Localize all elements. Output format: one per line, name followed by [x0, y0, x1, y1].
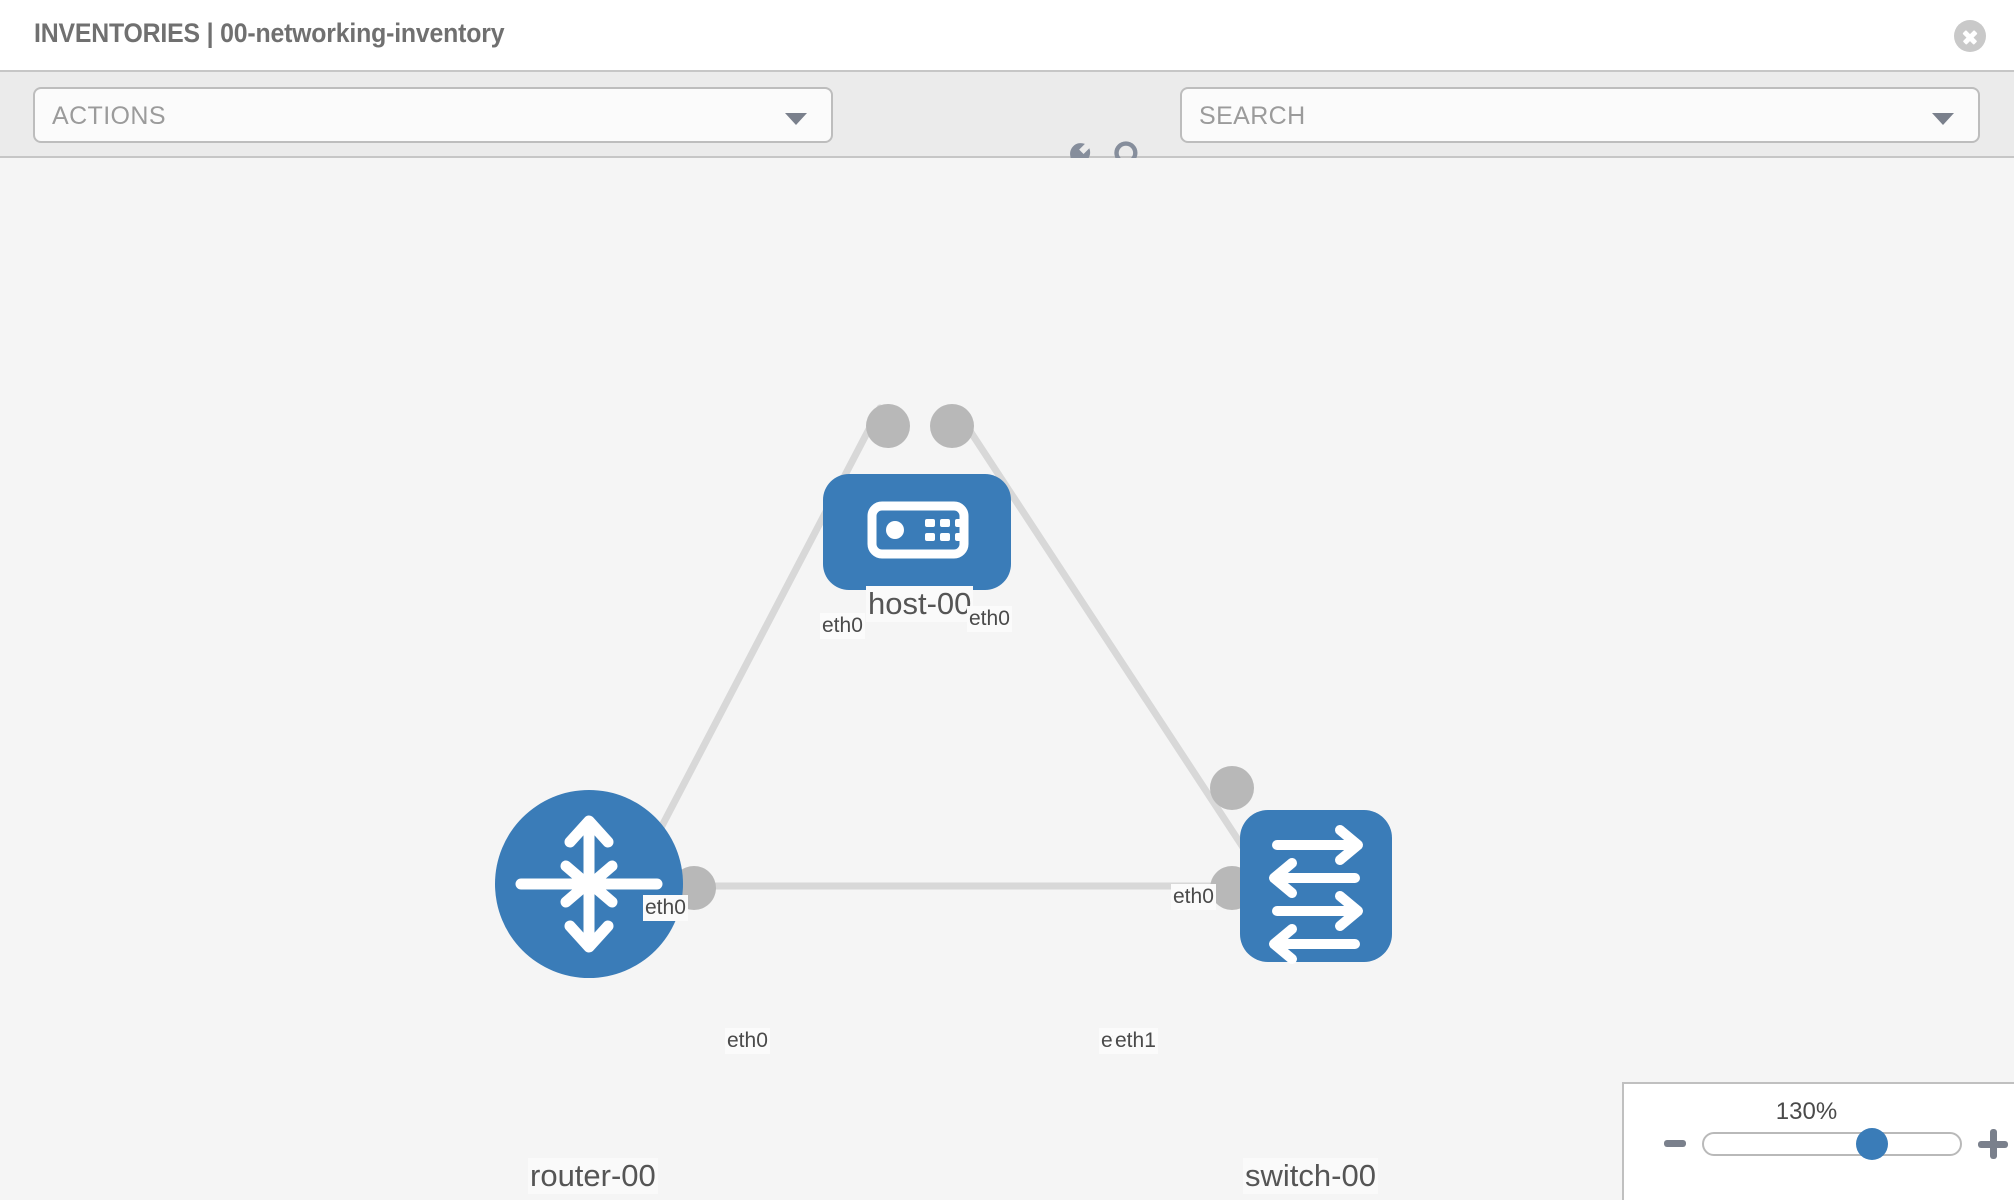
link-host-switch: [951, 404, 1254, 862]
search-placeholder: SEARCH: [1199, 102, 1306, 130]
chevron-down-icon: [785, 113, 807, 125]
iface-label-host-right: eth0: [967, 606, 1012, 632]
zoom-control-panel: 130%: [1622, 1082, 2014, 1200]
host-icon: [867, 501, 969, 559]
node-host-00[interactable]: [823, 474, 1011, 590]
toolbar: ACTIONS SEARCH: [0, 70, 2014, 183]
iface-label-host-left: eth0: [820, 613, 865, 639]
topology-canvas[interactable]: host-00 router-00 switch-00 eth0 eth0 et…: [0, 158, 2014, 1200]
switch-icon: [1269, 825, 1363, 964]
iface-label-switch-left: eth1: [1113, 1028, 1158, 1054]
iface-label-router-up: eth0: [643, 895, 688, 921]
iface-label-router-right: eth0: [725, 1028, 770, 1054]
iface-disc-host-right: [930, 404, 974, 448]
close-icon[interactable]: [1954, 20, 1986, 52]
zoom-out-button[interactable]: [1664, 1140, 1686, 1147]
zoom-level-value: 130%: [1775, 1098, 1838, 1125]
iface-disc-host-left: [866, 404, 910, 448]
search-input[interactable]: SEARCH: [1180, 87, 1980, 143]
iface-label-switch-up: eth0: [1171, 884, 1216, 910]
topology-graph: [495, 404, 1392, 978]
page-header: INVENTORIES | 00-networking-inventory: [0, 0, 2014, 70]
actions-dropdown-label: ACTIONS: [52, 102, 166, 130]
router-icon: [515, 815, 663, 953]
node-label-router-00: router-00: [528, 1158, 658, 1194]
node-label-switch-00: switch-00: [1243, 1158, 1378, 1194]
page-title: INVENTORIES | 00-networking-inventory: [34, 18, 505, 48]
node-label-host-00: host-00: [866, 586, 974, 622]
iface-disc-switch-left-upper: [1210, 766, 1254, 810]
actions-dropdown[interactable]: ACTIONS: [33, 87, 833, 143]
node-router-00[interactable]: [495, 790, 683, 978]
node-switch-00[interactable]: [1240, 810, 1392, 964]
chevron-down-icon[interactable]: [1932, 113, 1954, 125]
zoom-in-button[interactable]: [1978, 1129, 2008, 1159]
zoom-slider-track[interactable]: [1702, 1132, 1962, 1156]
zoom-slider-thumb[interactable]: [1856, 1128, 1888, 1160]
